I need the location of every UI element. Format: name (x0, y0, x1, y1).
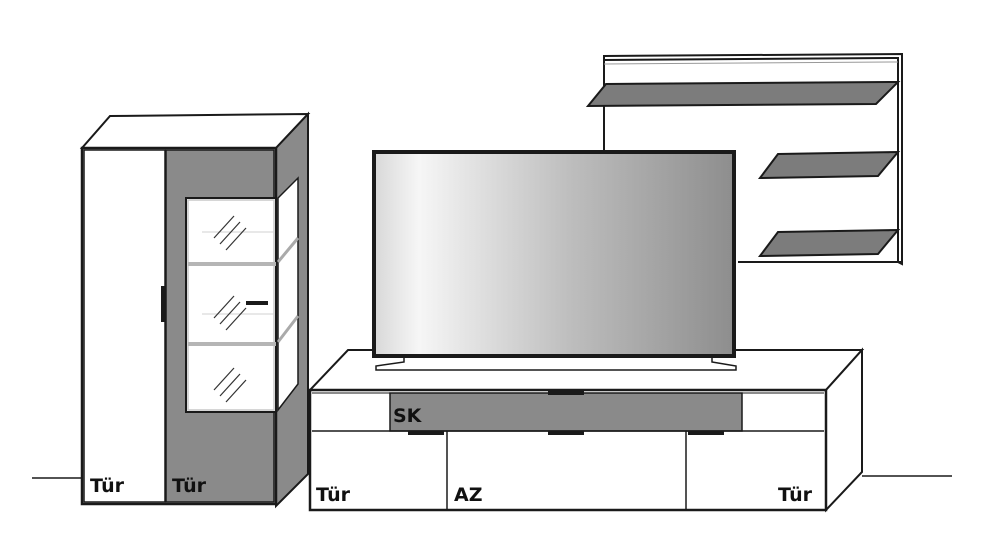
wall-shelf (757, 228, 901, 258)
door-handle[interactable] (408, 431, 444, 435)
door-handle[interactable] (246, 301, 268, 305)
lowboard-drawer-label: AZ (454, 484, 482, 506)
vitrine-left-door[interactable] (83, 149, 166, 503)
vitrine-left-door-label: Tür (90, 475, 125, 497)
door-handle[interactable] (688, 431, 724, 435)
tv-screen (376, 154, 732, 354)
glass-reflection (213, 215, 247, 403)
door-handle[interactable] (161, 286, 166, 322)
wall-shelf (757, 150, 901, 180)
side-glass (277, 176, 299, 413)
vitrine-cabinet (79, 111, 311, 509)
lowboard-flap-label: SK (393, 405, 423, 427)
flap-handle[interactable] (548, 391, 584, 395)
lowboard-flap[interactable] (389, 392, 743, 432)
wall-shelf (585, 80, 901, 108)
lowboard-left-door-label: Tür (316, 484, 351, 506)
wall-shelf-panel (585, 52, 903, 266)
drawer-handle[interactable] (548, 431, 584, 435)
lowboard (307, 347, 865, 513)
floor-line (32, 475, 952, 479)
vitrine-right-door-label: Tür (172, 475, 207, 497)
lowboard-right-door-label: Tür (778, 484, 813, 506)
tv-stand (375, 355, 737, 371)
television (372, 150, 737, 371)
